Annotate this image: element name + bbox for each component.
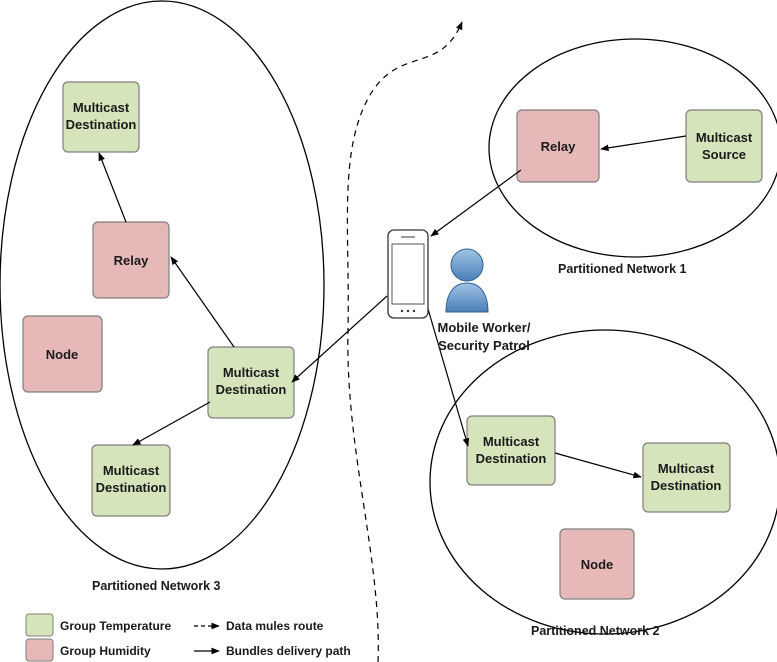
n2-dest-a-box <box>466 415 556 486</box>
n1-relay-label: Relay <box>541 139 576 154</box>
arrow-n3dest-to-relay <box>170 256 235 348</box>
n2-node-box <box>559 528 635 600</box>
worker-label-line2: Security Patrol <box>438 338 530 353</box>
n3-dest-mid-line1: Multicast <box>223 365 280 380</box>
n1-source-line2: Source <box>702 147 746 162</box>
data-mules-route <box>346 21 463 662</box>
network-1-label: Partitioned Network 1 <box>558 262 687 276</box>
n2-dest-b-box <box>642 442 731 513</box>
svg-text:Mobile Worker/Security Patrol: Mobile Worker/Security Patrol <box>438 320 531 353</box>
worker-label-line1: Mobile Worker/ <box>438 320 531 335</box>
legend: Group Temperature Group Humidity Data mu… <box>25 613 351 662</box>
network-2-boundary <box>429 329 777 635</box>
n3-node-label: Node <box>46 347 79 362</box>
network-2-label: Partitioned Network 2 <box>531 624 660 638</box>
legend-temperature-label: Group Temperature <box>60 619 171 633</box>
n3-node-box <box>22 315 103 393</box>
n2-dest-a-line2: Destination <box>476 451 547 466</box>
mobile-worker-icon <box>445 248 489 313</box>
n3-dest-top-line2: Destination <box>66 117 137 132</box>
legend-humidity-label: Group Humidity <box>60 644 151 658</box>
n3-dest-bottom-line2: Destination <box>96 480 167 495</box>
n1-relay-box <box>516 109 600 183</box>
network-3-boundary <box>0 0 325 570</box>
network-1-boundary <box>488 38 777 258</box>
arrow-relay-to-phone <box>430 169 522 237</box>
n1-source-box <box>685 109 763 183</box>
n1-source-line1: Multicast <box>696 130 753 145</box>
network-3-label: Partitioned Network 3 <box>92 579 221 593</box>
legend-temperature-swatch <box>25 613 54 637</box>
arrow-phone-to-n3dest <box>291 295 388 383</box>
arrow-n2dest-to-n2dest <box>554 452 642 479</box>
legend-humidity-swatch <box>25 638 54 662</box>
n2-dest-a-line1: Multicast <box>483 434 540 449</box>
arrow-phone-to-n2dest <box>425 301 470 447</box>
n3-dest-bottom-line1: Multicast <box>103 463 160 478</box>
n2-dest-b-line1: Multicast <box>658 461 715 476</box>
n2-node-label: Node <box>581 557 614 572</box>
n2-dest-b-line2: Destination <box>651 478 722 493</box>
n3-dest-top-box <box>62 81 140 153</box>
arrow-source-to-relay <box>600 135 687 152</box>
n3-relay-box <box>92 221 170 299</box>
legend-mules-label: Data mules route <box>226 619 324 633</box>
smartphone-icon <box>387 229 429 319</box>
arrow-n3dest-to-bottom <box>132 401 211 446</box>
n3-dest-mid-line2: Destination <box>216 382 287 397</box>
legend-bundles-label: Bundles delivery path <box>226 644 351 658</box>
n3-dest-bottom-box <box>91 444 171 517</box>
n3-relay-label: Relay <box>114 253 149 268</box>
n3-dest-top-line1: Multicast <box>73 100 130 115</box>
arrow-relay-to-n3top <box>98 152 127 223</box>
